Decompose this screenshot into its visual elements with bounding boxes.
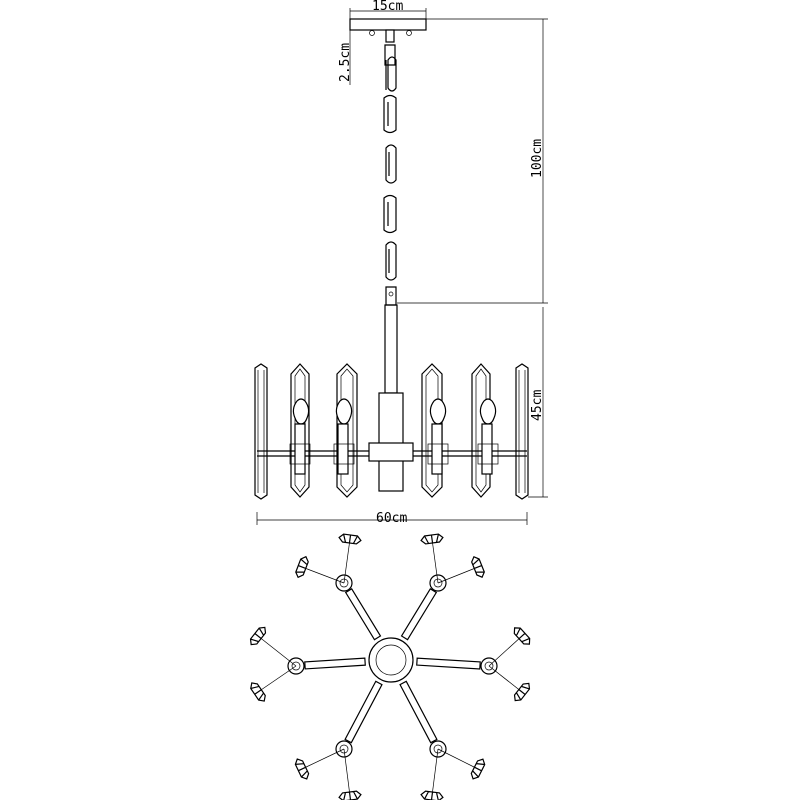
crystal-stem-3-2 [257,665,297,693]
arm-hub-inner-3 [291,661,301,671]
crystal-3-2 [250,682,266,702]
label-body-width: 60cm [376,511,407,526]
arm-1 [344,588,382,641]
arm-hub-inner-4 [484,661,494,671]
crystal-2-2 [471,555,485,579]
arm-4 [416,657,481,670]
arm-3 [304,657,366,670]
crystal-stem-6-2 [431,748,439,797]
plan-view [249,533,531,800]
crystal-panels [254,363,529,500]
label-canopy-width: 15cm [372,0,403,14]
arm-6 [399,680,438,744]
crystal-stem-4-1 [488,635,523,667]
dimension-labels: 15cm 2.5cm 100cm 45cm 60cm [338,0,545,526]
crystal-6-1 [470,758,486,780]
label-body-height: 45cm [530,390,545,421]
center-rod [368,304,414,492]
crystal-stem-2-2 [437,566,479,584]
arm-hub-inner-1 [339,578,349,588]
crystal-stem-4-2 [488,665,523,693]
side-elevation [254,18,529,500]
arm-hub-inner-5 [339,744,349,754]
crystal-4-2 [513,682,531,702]
crystal-1-2 [295,555,309,579]
crystal-3-1 [249,626,267,646]
crystal-4-1 [513,627,531,645]
label-chain-length: 100cm [530,139,545,178]
arm-5 [344,680,383,744]
crystal-stem-3-1 [257,635,297,667]
crystal-6-2 [420,790,444,800]
arm-hub-inner-2 [433,578,443,588]
crystal-stem-1-2 [301,566,345,584]
plan-arms [249,533,531,800]
bulbs [289,398,499,475]
crystal-2-1 [420,533,444,545]
arm-2 [400,588,438,641]
crystal-stem-1-1 [343,538,351,584]
dimension-lines [256,8,548,525]
crystal-stem-5-1 [301,748,345,770]
crystal-stem-5-2 [343,748,351,797]
label-canopy-height: 2.5cm [338,43,353,82]
crystal-5-1 [294,758,310,780]
chain [383,44,397,306]
arm-hub-inner-6 [433,744,443,754]
crystal-stem-6-1 [437,748,479,770]
crystal-stem-2-1 [431,538,439,584]
canopy [349,18,427,43]
crystal-5-2 [338,790,362,800]
crystal-1-1 [338,533,362,545]
